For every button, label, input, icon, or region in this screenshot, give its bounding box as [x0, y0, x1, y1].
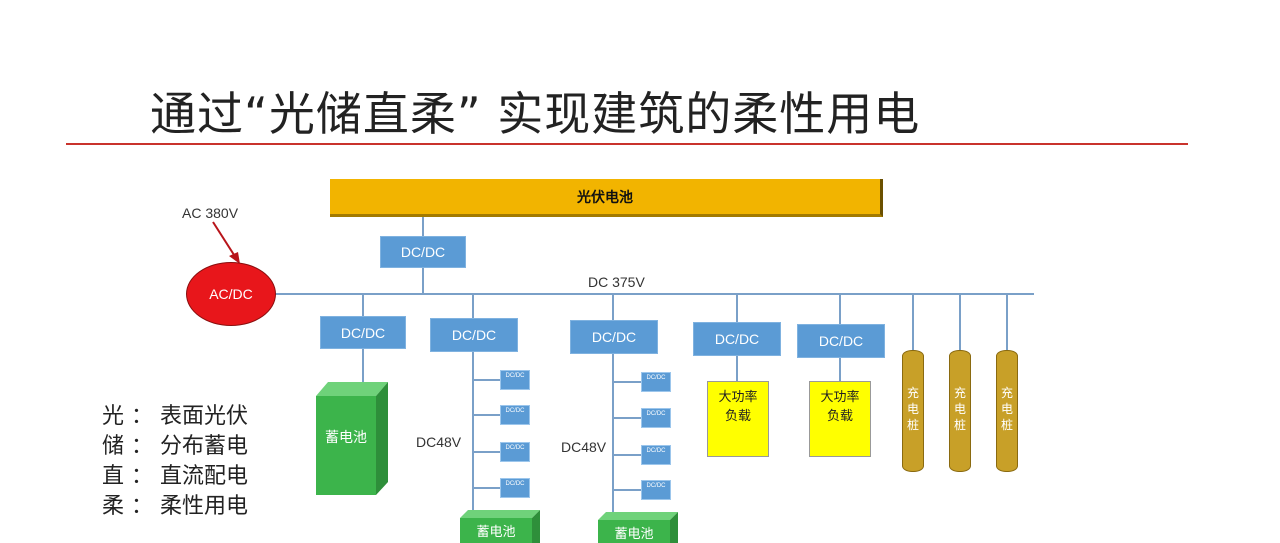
- acdc-converter: AC/DC: [186, 262, 276, 326]
- mini-dcdc: DC/DC: [641, 480, 671, 500]
- battery-label-2: 蓄电池: [614, 527, 654, 542]
- ac-voltage-label: AC 380V: [182, 205, 239, 221]
- mini-dcdc: DC/DC: [500, 478, 530, 498]
- high-power-load-2: 大功率负载: [809, 381, 871, 457]
- battery-label-1: 蓄电池: [476, 525, 516, 540]
- dc48v-label-1: DC48V: [416, 434, 462, 450]
- legend-row: 柔： 柔性用电: [102, 492, 248, 522]
- mini-dcdc: DC/DC: [500, 442, 530, 462]
- legend: 光：表面光伏 储：分布蓄电 直：直流配电 柔：柔性用电: [102, 402, 248, 522]
- dc48-dcdc-converter-1: DC/DC: [430, 318, 518, 352]
- legend-text: 直流配电: [160, 464, 249, 489]
- pv-array: 光伏电池: [330, 179, 883, 217]
- legend-sep: ：: [130, 464, 153, 489]
- load-dcdc-converter-2: DC/DC: [797, 324, 885, 358]
- page-title: 通过“光储直柔” 实现建筑的柔性用电: [150, 87, 921, 141]
- dc48-dcdc-converter-2: DC/DC: [570, 320, 658, 354]
- mini-dcdc: DC/DC: [641, 372, 671, 392]
- legend-key: 光: [102, 404, 125, 429]
- mini-dcdc: DC/DC: [641, 445, 671, 465]
- legend-key: 柔: [102, 494, 125, 519]
- legend-key: 直: [102, 464, 125, 489]
- legend-text: 表面光伏: [160, 404, 249, 429]
- dc48v-label-2: DC48V: [561, 439, 607, 455]
- battery-dcdc-converter: DC/DC: [320, 316, 406, 349]
- mini-dcdc: DC/DC: [500, 370, 530, 390]
- legend-sep: ：: [130, 434, 153, 459]
- legend-sep: ：: [130, 494, 153, 519]
- load-dcdc-converter-1: DC/DC: [693, 322, 781, 356]
- dc-bus-label: DC 375V: [588, 274, 645, 290]
- legend-row: 光： 表面光伏: [102, 402, 248, 432]
- main-battery-label: 蓄电池: [325, 430, 367, 446]
- high-power-load-1: 大功率负载: [707, 381, 769, 457]
- mini-dcdc: DC/DC: [641, 408, 671, 428]
- legend-text: 柔性用电: [160, 494, 249, 519]
- legend-key: 储: [102, 434, 125, 459]
- title-divider: [66, 143, 1188, 145]
- legend-sep: ：: [130, 404, 153, 429]
- legend-row: 直： 直流配电: [102, 462, 248, 492]
- mini-dcdc: DC/DC: [500, 405, 530, 425]
- charging-pile-2: 充电桩: [949, 350, 971, 472]
- legend-row: 储： 分布蓄电: [102, 432, 248, 462]
- legend-text: 分布蓄电: [160, 434, 249, 459]
- charging-pile-1: 充电桩: [902, 350, 924, 472]
- charging-pile-3: 充电桩: [996, 350, 1018, 472]
- pv-dcdc-converter: DC/DC: [380, 236, 466, 268]
